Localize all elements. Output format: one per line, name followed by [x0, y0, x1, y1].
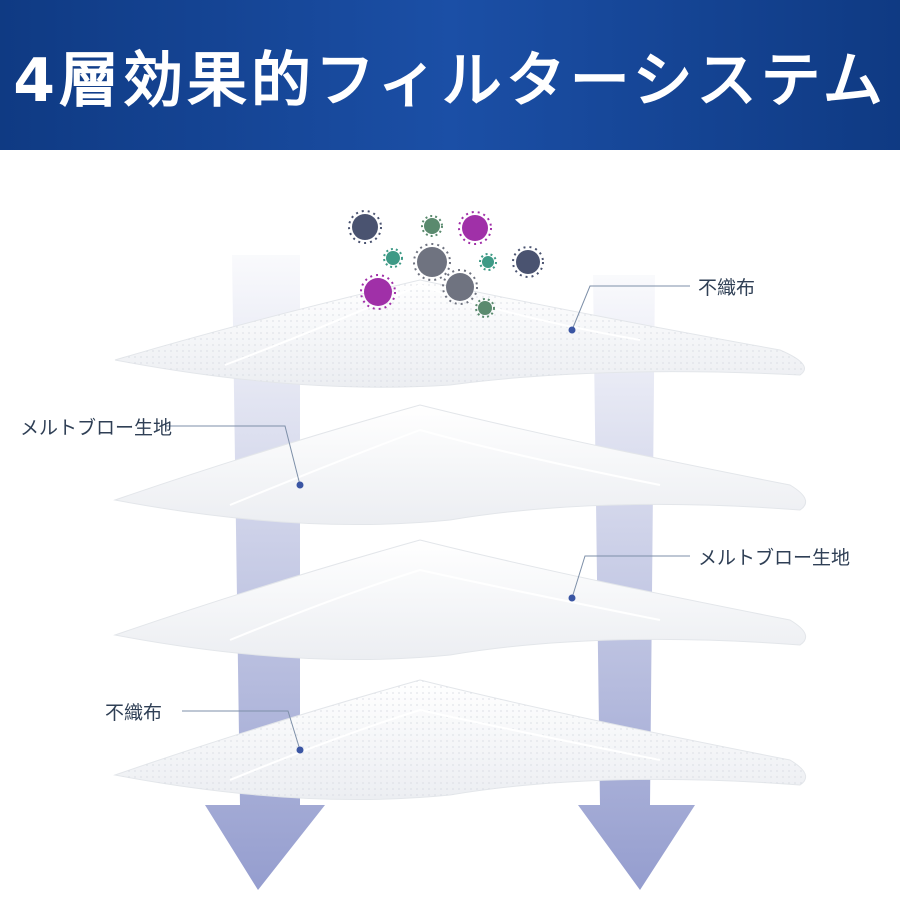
marker-dot	[296, 481, 304, 489]
leader-line-2	[165, 425, 304, 489]
virus-icon	[348, 210, 382, 244]
layer-sheet-4	[113, 679, 807, 800]
header-banner: 4層効果的フィルターシステム	[0, 0, 900, 150]
virus-icon	[421, 215, 443, 237]
virus-icon	[360, 274, 396, 310]
layer-sheet-2	[113, 404, 807, 525]
virus-icon	[413, 243, 451, 281]
marker-dot	[296, 746, 304, 754]
diagram-stage: 不織布 メルトブロー生地 メルトブロー生地 不織布	[0, 150, 900, 900]
page-title: 4層効果的フィルターシステム	[13, 45, 887, 116]
leader-line-4	[182, 710, 304, 754]
layer-sheet-3	[113, 539, 807, 660]
virus-particles	[348, 210, 544, 318]
layer-label-3: メルトブロー生地	[698, 547, 851, 569]
virus-icon	[383, 248, 403, 268]
layer-sheet-1	[114, 279, 805, 388]
marker-dot	[568, 594, 576, 602]
virus-icon	[479, 253, 497, 271]
layer-label-2: メルトブロー生地	[20, 417, 173, 439]
virus-icon	[512, 246, 544, 278]
virus-icon	[475, 298, 495, 318]
marker-dot	[568, 326, 576, 334]
filter-diagram	[113, 210, 807, 890]
leader-line-1	[568, 285, 690, 334]
leader-line-3	[568, 555, 690, 602]
virus-icon	[442, 269, 478, 305]
virus-icon	[458, 211, 492, 245]
layer-label-1: 不織布	[698, 277, 756, 299]
layer-label-4: 不織布	[105, 702, 163, 724]
